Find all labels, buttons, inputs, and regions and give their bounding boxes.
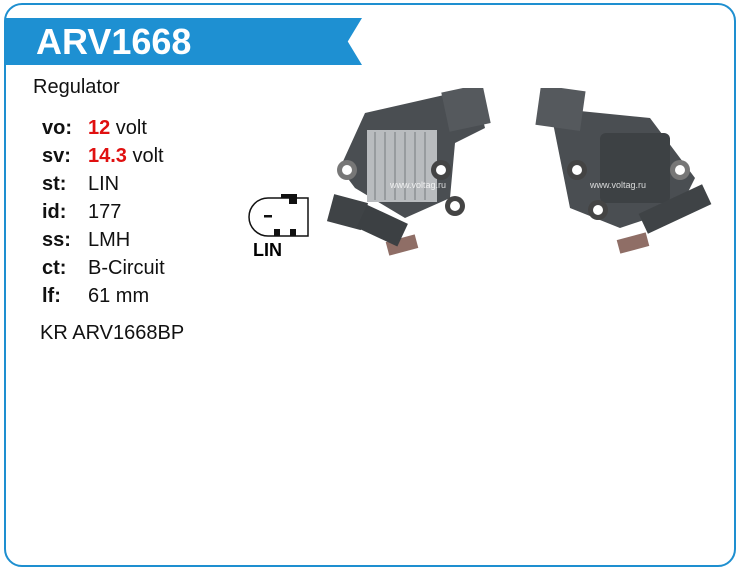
spec-row: ct: B-Circuit — [42, 256, 165, 284]
spec-key: ct: — [42, 257, 67, 279]
spec-value: 12 volt — [88, 116, 147, 144]
regulator-back-photo: www.voltag.ru — [535, 88, 712, 254]
spec-key: ss: — [42, 229, 71, 251]
spec-value: LIN — [88, 173, 120, 195]
spec-row: sv: 14.3 volt — [42, 144, 165, 172]
spec-row: st: LIN — [42, 172, 165, 200]
product-title: ARV1668 — [36, 21, 192, 62]
spec-row: id: 177 — [42, 200, 165, 228]
spec-value-rest: volt — [126, 145, 164, 167]
spec-value: 61 mm — [88, 285, 150, 307]
spec-value-highlight: 12 — [88, 117, 111, 139]
watermark: www.voltag.ru — [389, 180, 446, 190]
title-banner — [6, 18, 362, 65]
spec-key: vo: — [42, 117, 72, 139]
spec-row: lf: 61 mm — [42, 284, 165, 312]
spec-list: vo: 12 volt sv: 14.3 volt st: LIN id: 177 ss… — [42, 116, 165, 312]
spec-key: sv: — [42, 145, 71, 167]
spec-value: B-Circuit — [88, 257, 165, 279]
part-code: KR ARV1668BP — [40, 322, 185, 344]
spec-value-highlight: 14.3 — [88, 145, 127, 167]
watermark: www.voltag.ru — [589, 180, 646, 190]
spec-key: st: — [42, 173, 67, 195]
regulator-front-photo: www.voltag.ru — [326, 88, 491, 256]
spec-value-rest: volt — [110, 117, 147, 139]
product-type: Regulator — [33, 76, 120, 98]
spec-key: lf: — [42, 285, 61, 307]
spec-value: 177 — [88, 201, 122, 223]
spec-row: vo: 12 volt — [42, 116, 165, 144]
spec-value: LMH — [88, 229, 131, 251]
spec-row: ss: LMH — [42, 228, 165, 256]
connector-diagram-icon — [248, 194, 309, 237]
card-frame — [4, 3, 736, 567]
spec-value: 14.3 volt — [88, 144, 164, 172]
spec-key: id: — [42, 201, 67, 223]
connector-label: LIN — [253, 240, 282, 260]
